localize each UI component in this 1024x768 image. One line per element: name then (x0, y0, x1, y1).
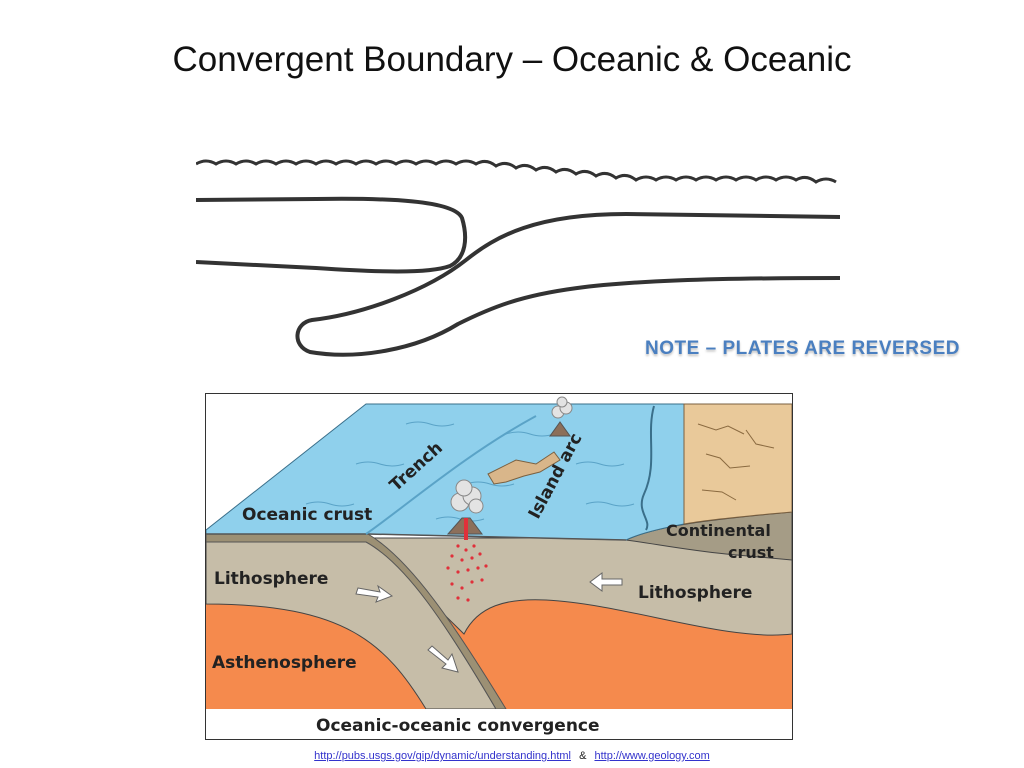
sketch-upper-plate-line (196, 196, 468, 274)
continental-crust-label-line2: crust (728, 543, 774, 562)
coastline (640, 405, 655, 531)
subduction-sketch (196, 159, 840, 357)
convergence-diagram: Trench Island arc Oceanic crust Continen… (205, 393, 793, 740)
island-arc-islands (487, 451, 561, 485)
usgs-source-link[interactable]: http://pubs.usgs.gov/gip/dynamic/underst… (314, 750, 571, 762)
sketch-lower-plate-line (295, 211, 840, 357)
right-lithosphere (364, 537, 792, 636)
main-volcano-plume (450, 479, 484, 514)
diagram-caption: Oceanic-oceanic convergence (316, 716, 600, 736)
slide-title: Convergent Boundary – Oceanic & Oceanic (172, 40, 852, 79)
caption-band (206, 709, 792, 739)
continent-land (683, 403, 792, 525)
water-ripples (305, 421, 635, 522)
sources-separator: & (579, 750, 587, 762)
distant-volcano (549, 421, 571, 437)
magma-rise (446, 518, 488, 602)
asthenosphere-label: Asthenosphere (212, 653, 357, 673)
convergence-diagram-svg: Trench Island arc Oceanic crust Continen… (206, 396, 792, 739)
sources-line: http://pubs.usgs.gov/gip/dynamic/underst… (0, 750, 1024, 762)
sketch-wave-line (196, 159, 837, 184)
trench-groove (365, 415, 537, 535)
lithosphere-left-label: Lithosphere (214, 569, 328, 589)
distant-volcano-plume (551, 396, 573, 419)
plate-motion-arrows (355, 572, 623, 673)
continent-cracks (697, 423, 775, 501)
oceanic-crust-label: Oceanic crust (242, 505, 372, 525)
lithosphere-right-label: Lithosphere (638, 583, 752, 603)
geology-source-link[interactable]: http://www.geology.com (594, 750, 710, 762)
continental-crust-label-line1: Continental (666, 521, 771, 540)
crust-top-edge (206, 533, 627, 541)
note-plates-reversed: NOTE – PLATES ARE REVERSED (645, 338, 960, 359)
